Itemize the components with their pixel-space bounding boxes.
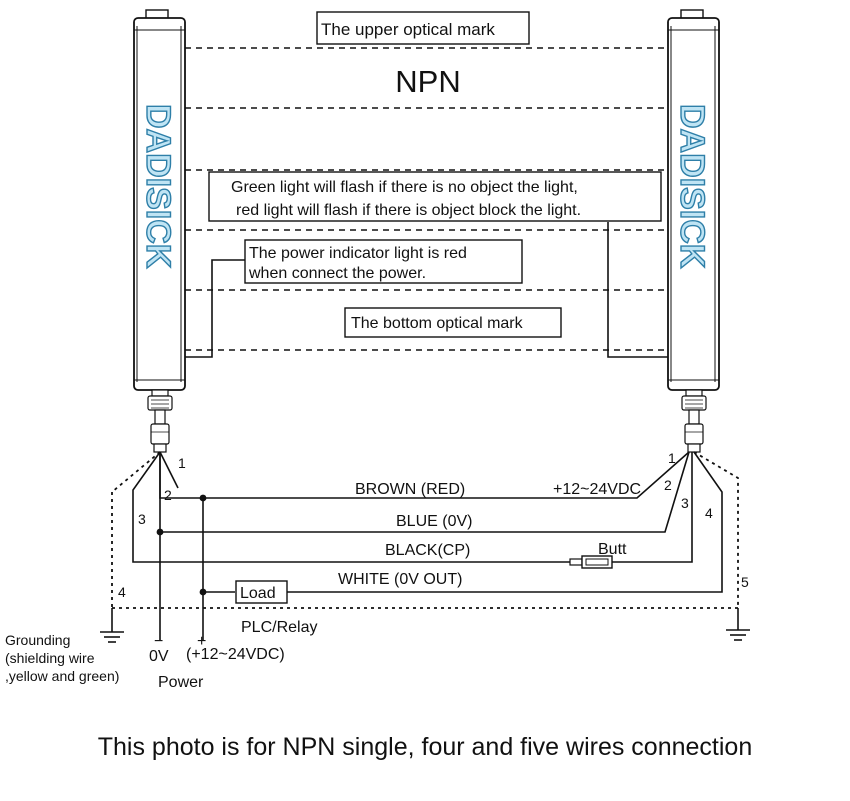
plus-sign: + bbox=[197, 633, 206, 650]
minus-sign: − bbox=[154, 633, 163, 650]
power-note-line2: when connect the power. bbox=[248, 265, 426, 282]
upper-mark-text: The upper optical mark bbox=[321, 20, 495, 39]
supply-voltage-label: (+12~24VDC) bbox=[186, 646, 285, 663]
flash-note-pointer bbox=[607, 222, 668, 358]
bottom-mark-text: The bottom optical mark bbox=[351, 315, 524, 332]
bottom-mark-note: The bottom optical mark bbox=[344, 307, 562, 338]
optical-beam-lines bbox=[185, 47, 668, 351]
right-ground-symbol bbox=[726, 608, 750, 641]
white-wire-label: WHITE (0V OUT) bbox=[338, 571, 462, 588]
upper-mark-note: The upper optical mark bbox=[316, 11, 530, 45]
black-wire-label: BLACK(CP) bbox=[385, 542, 470, 559]
mode-title: NPN bbox=[395, 64, 460, 99]
right-pin-4: 4 bbox=[705, 505, 713, 521]
right-shield-wire bbox=[693, 451, 739, 608]
left-pin-3: 3 bbox=[138, 511, 146, 527]
left-brand-label: DADISICK bbox=[139, 104, 177, 269]
right-light-curtain: DADISICK bbox=[667, 9, 720, 453]
left-pin-2: 2 bbox=[164, 487, 172, 503]
plc-relay-label: PLC/Relay bbox=[241, 619, 317, 636]
butt-label: Butt bbox=[598, 541, 627, 558]
right-pin-5: 5 bbox=[741, 574, 749, 590]
grounding-label-line2: (shielding wire bbox=[5, 650, 95, 666]
flash-note: Green light will flash if there is no ob… bbox=[208, 171, 662, 222]
left-pin-1: 1 bbox=[178, 455, 186, 471]
grounding-label-line1: Grounding bbox=[5, 632, 70, 648]
white-wire bbox=[287, 451, 723, 593]
supply-label: +12~24VDC bbox=[553, 481, 641, 498]
wiring: Load bbox=[100, 451, 750, 643]
power-note-line1: The power indicator light is red bbox=[249, 245, 467, 262]
butt-component bbox=[569, 555, 613, 569]
black-wire bbox=[132, 451, 570, 563]
flash-note-line2: red light will flash if there is object … bbox=[236, 202, 581, 219]
power-label: Power bbox=[158, 674, 204, 691]
right-pin-2: 2 bbox=[664, 477, 672, 493]
left-pin-4: 4 bbox=[118, 584, 126, 600]
caption: This photo is for NPN single, four and f… bbox=[98, 733, 752, 761]
right-brand-label: DADISICK bbox=[673, 104, 711, 269]
load-label: Load bbox=[240, 585, 276, 602]
grounding-label-line3: ,yellow and green) bbox=[5, 668, 119, 684]
zero-volt-label: 0V bbox=[149, 648, 169, 665]
right-pin-3: 3 bbox=[681, 495, 689, 511]
brown-wire-label: BROWN (RED) bbox=[355, 481, 465, 498]
right-pin-1: 1 bbox=[668, 450, 676, 466]
power-indicator-note: The power indicator light is red when co… bbox=[244, 239, 523, 284]
blue-wire-label: BLUE (0V) bbox=[396, 513, 472, 530]
left-light-curtain: DADISICK bbox=[133, 9, 186, 453]
power-indicator-pointer bbox=[185, 259, 245, 358]
blue-wire bbox=[159, 451, 690, 533]
flash-note-line1: Green light will flash if there is no ob… bbox=[231, 179, 578, 196]
load-box: Load bbox=[235, 580, 288, 604]
left-ground-symbol bbox=[100, 608, 124, 643]
